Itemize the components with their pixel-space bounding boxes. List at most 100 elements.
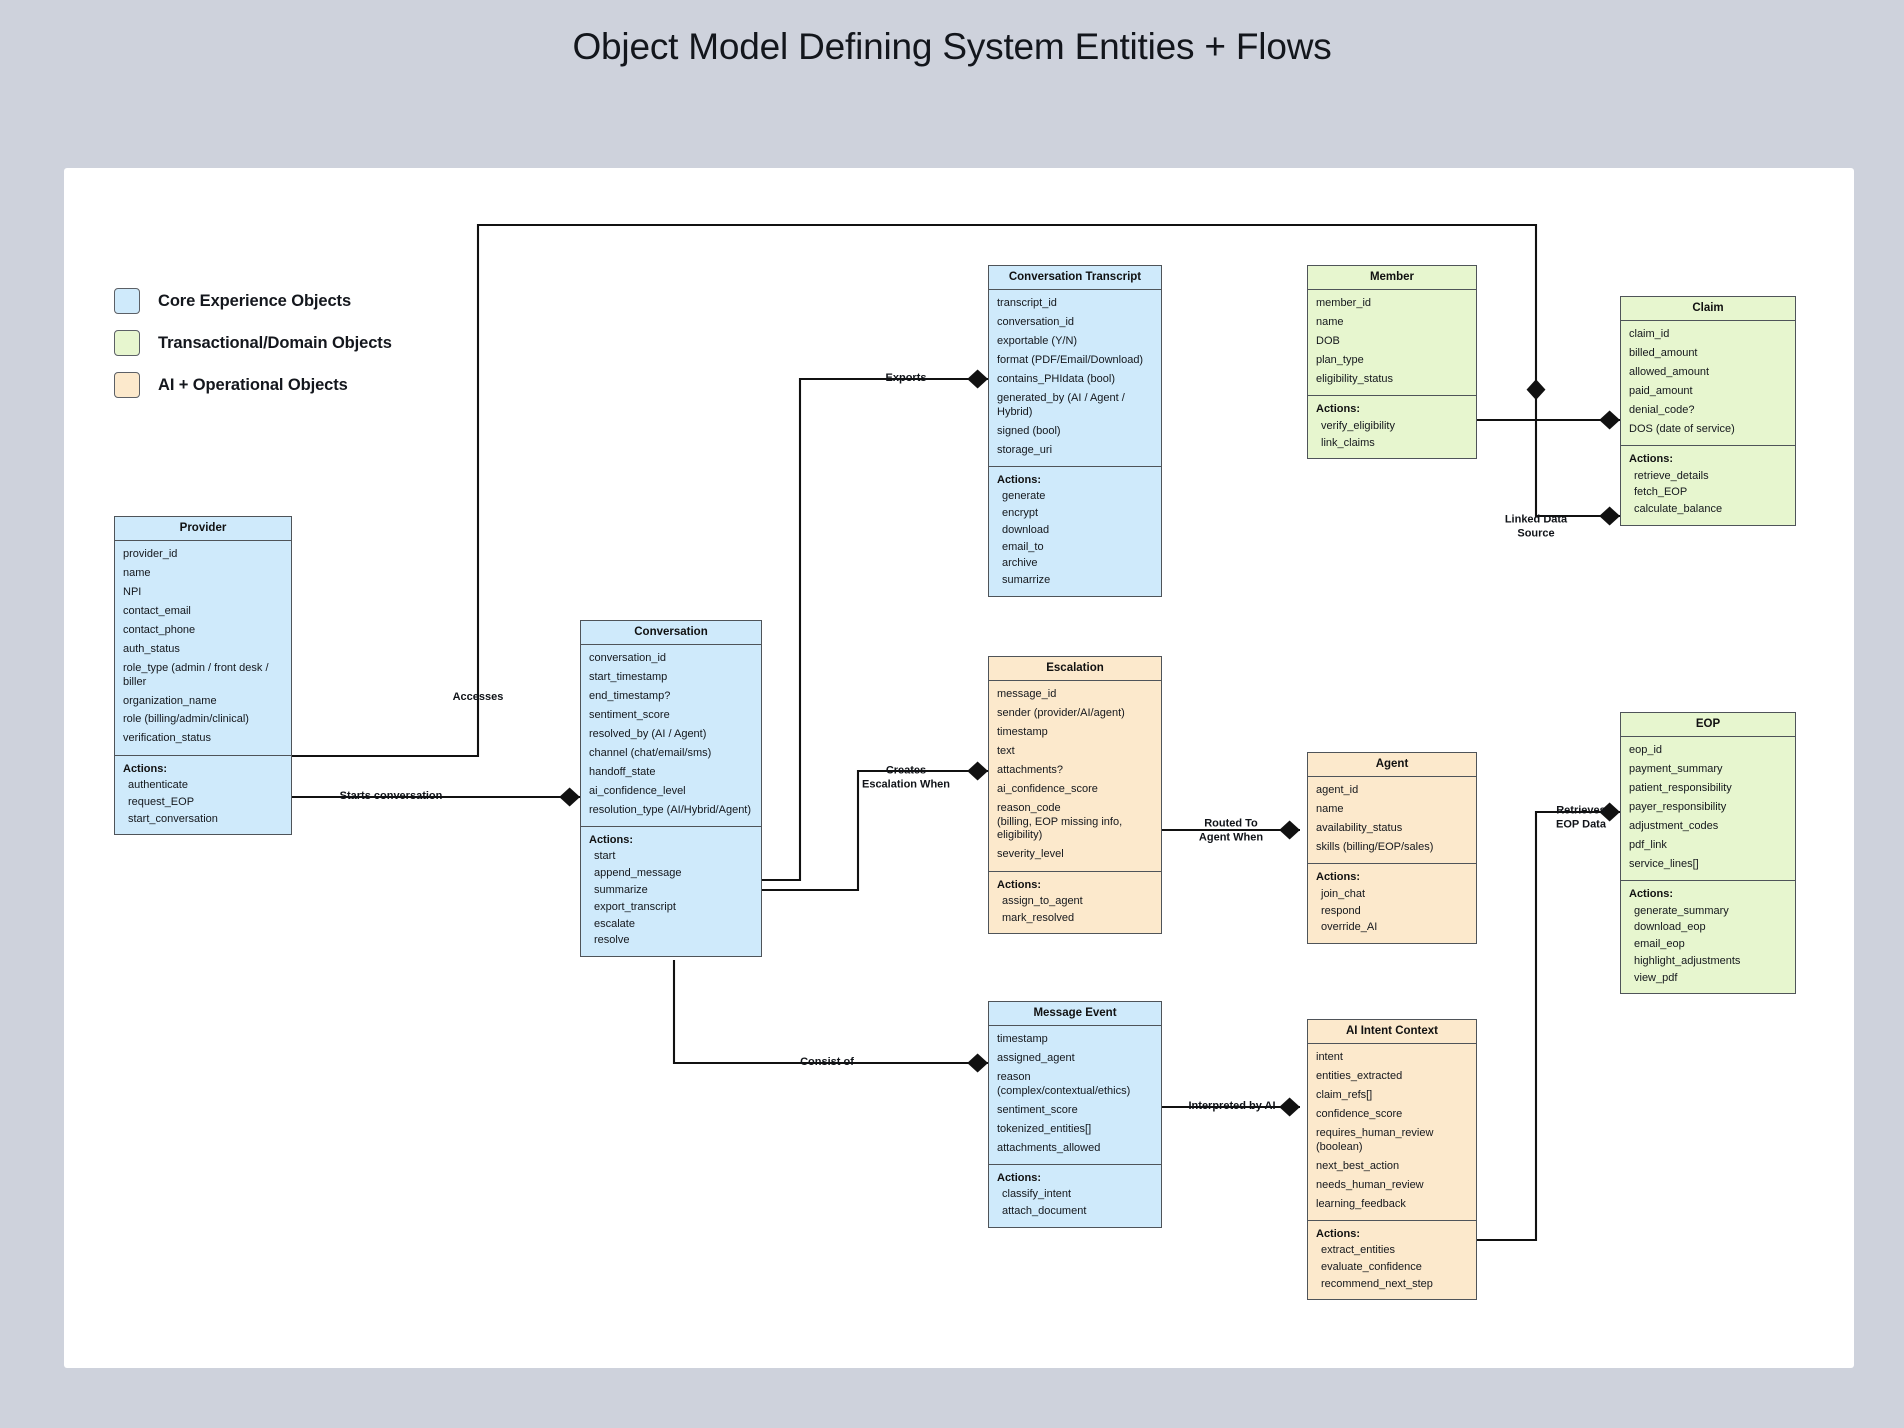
action-item[interactable]: mark_resolved <box>1002 911 1075 924</box>
entity-conversation[interactable]: Conversation conversation_id start_times… <box>580 620 762 957</box>
entity-actions-agent: Actions: join_chat respond override_AI <box>1308 863 1476 942</box>
entity-agent[interactable]: Agent agent_id name availability_status … <box>1307 752 1477 944</box>
action-item[interactable]: escalate <box>594 917 635 930</box>
action-item[interactable]: summarize <box>594 884 648 897</box>
attribute: sentiment_score <box>997 1103 1078 1116</box>
action-item[interactable]: fetch_EOP <box>1634 486 1688 499</box>
attribute: adjustment_codes <box>1629 819 1719 832</box>
attribute: claim_refs[] <box>1316 1089 1373 1102</box>
attribute: member_id <box>1316 297 1372 310</box>
entity-attributes-agent: agent_id name availability_status skills… <box>1308 777 1476 864</box>
entity-attributes-message-event: timestamp assigned_agent reason (complex… <box>989 1026 1161 1164</box>
attribute: learning_feedback <box>1316 1197 1406 1210</box>
attribute: assigned_agent <box>997 1052 1075 1065</box>
edge-label-creates-escalation-when: Creates Escalation When <box>861 764 951 790</box>
entity-attributes-claim: claim_id billed_amount allowed_amount pa… <box>1621 321 1795 446</box>
attribute: ai_confidence_level <box>589 784 686 797</box>
edge-label-linked-data-source: Linked Data Source <box>1504 513 1568 539</box>
action-item[interactable]: classify_intent <box>1002 1188 1072 1201</box>
action-item[interactable]: download_eop <box>1634 921 1706 934</box>
attribute: pdf_link <box>1629 838 1667 851</box>
entity-title-member: Member <box>1308 266 1476 290</box>
action-item[interactable]: sumarrize <box>1002 574 1051 587</box>
attribute: billed_amount <box>1629 347 1698 360</box>
entity-eop[interactable]: EOP eop_id payment_summary patient_respo… <box>1620 712 1796 995</box>
attribute: DOS (date of service) <box>1629 422 1735 435</box>
action-item[interactable]: override_AI <box>1321 921 1378 934</box>
entity-title-claim: Claim <box>1621 297 1795 321</box>
entity-ai-intent-context[interactable]: AI Intent Context intent entities_extrac… <box>1307 1019 1477 1301</box>
entity-title-escalation: Escalation <box>989 657 1161 681</box>
action-item[interactable]: email_to <box>1002 540 1044 553</box>
attribute: message_id <box>997 688 1057 701</box>
attribute: contact_phone <box>123 623 196 636</box>
actions-heading: Actions: <box>1316 871 1360 884</box>
attribute: signed (bool) <box>997 424 1061 437</box>
action-item[interactable]: authenticate <box>128 779 188 792</box>
entity-message-event[interactable]: Message Event timestamp assigned_agent r… <box>988 1001 1162 1228</box>
action-item[interactable]: link_claims <box>1321 436 1375 449</box>
attribute: timestamp <box>997 726 1048 739</box>
edge-label-consist-of: Consist of <box>800 1056 854 1069</box>
action-item[interactable]: join_chat <box>1321 887 1366 900</box>
action-item[interactable]: start <box>594 850 616 863</box>
action-item[interactable]: assign_to_agent <box>1002 895 1083 908</box>
action-item[interactable]: calculate_balance <box>1634 503 1723 516</box>
actions-heading: Actions: <box>997 878 1041 891</box>
action-item[interactable]: retrieve_details <box>1634 469 1709 482</box>
action-item[interactable]: attach_document <box>1002 1205 1087 1218</box>
attribute: text <box>997 745 1015 758</box>
legend-swatch-ai-operational <box>114 372 140 398</box>
attribute: eligibility_status <box>1316 372 1394 385</box>
action-item[interactable]: resolve <box>594 934 630 947</box>
entity-escalation[interactable]: Escalation message_id sender (provider/A… <box>988 656 1162 935</box>
action-item[interactable]: view_pdf <box>1634 971 1678 984</box>
action-item[interactable]: verify_eligibility <box>1321 419 1395 432</box>
entity-title-conversation-transcript: Conversation Transcript <box>989 266 1161 290</box>
action-item[interactable]: archive <box>1002 557 1038 570</box>
attribute: NPI <box>123 586 142 599</box>
action-item[interactable]: download <box>1002 523 1050 536</box>
action-item[interactable]: generate <box>1002 490 1046 503</box>
action-item[interactable]: export_transcript <box>594 900 676 913</box>
entity-claim[interactable]: Claim claim_id billed_amount allowed_amo… <box>1620 296 1796 526</box>
attribute: eop_id <box>1629 744 1663 757</box>
actions-heading: Actions: <box>589 834 633 847</box>
entity-attributes-eop: eop_id payment_summary patient_responsib… <box>1621 737 1795 881</box>
legend-label-core-experience: Core Experience Objects <box>158 291 352 310</box>
attribute: sentiment_score <box>589 709 670 722</box>
entity-member[interactable]: Member member_id name DOB plan_type elig… <box>1307 265 1477 459</box>
attribute: allowed_amount <box>1629 366 1710 379</box>
entity-provider[interactable]: Provider provider_id name NPI contact_em… <box>114 516 292 836</box>
attribute: contact_email <box>123 605 191 618</box>
entity-title-provider: Provider <box>115 517 291 541</box>
action-item[interactable]: request_EOP <box>128 795 195 808</box>
entity-conversation-transcript[interactable]: Conversation Transcript transcript_id co… <box>988 265 1162 597</box>
entity-actions-ai-intent-context: Actions: extract_entities evaluate_confi… <box>1308 1219 1476 1299</box>
action-item[interactable]: recommend_next_step <box>1321 1277 1433 1290</box>
attribute: channel (chat/email/sms) <box>589 746 712 759</box>
action-item[interactable]: encrypt <box>1002 507 1039 520</box>
action-item[interactable]: start_conversation <box>128 812 218 825</box>
actions-heading: Actions: <box>1316 403 1360 416</box>
entity-actions-conversation-transcript: Actions: generate encrypt download email… <box>989 465 1161 596</box>
attribute: intent <box>1316 1051 1343 1064</box>
attribute: name <box>123 567 151 580</box>
action-item[interactable]: generate_summary <box>1634 904 1729 917</box>
attribute: transcript_id <box>997 297 1057 310</box>
actions-heading: Actions: <box>123 762 167 775</box>
action-item[interactable]: respond <box>1321 904 1361 917</box>
attribute: contains_PHIdata (bool) <box>997 372 1116 385</box>
attribute: role (billing/admin/clinical) <box>123 713 249 726</box>
action-item[interactable]: append_message <box>594 867 682 880</box>
action-item[interactable]: email_eop <box>1634 938 1685 951</box>
action-item[interactable]: evaluate_confidence <box>1321 1261 1422 1274</box>
legend-swatch-transactional-domain <box>114 330 140 356</box>
edge-label-interpreted-by-ai: Interpreted by AI <box>1188 1100 1276 1113</box>
attribute: payer_responsibility <box>1629 801 1727 814</box>
action-item[interactable]: highlight_adjustments <box>1634 954 1741 967</box>
entity-title-conversation: Conversation <box>581 621 761 645</box>
action-item[interactable]: extract_entities <box>1321 1244 1395 1257</box>
entity-actions-escalation: Actions: assign_to_agent mark_resolved <box>989 870 1161 934</box>
